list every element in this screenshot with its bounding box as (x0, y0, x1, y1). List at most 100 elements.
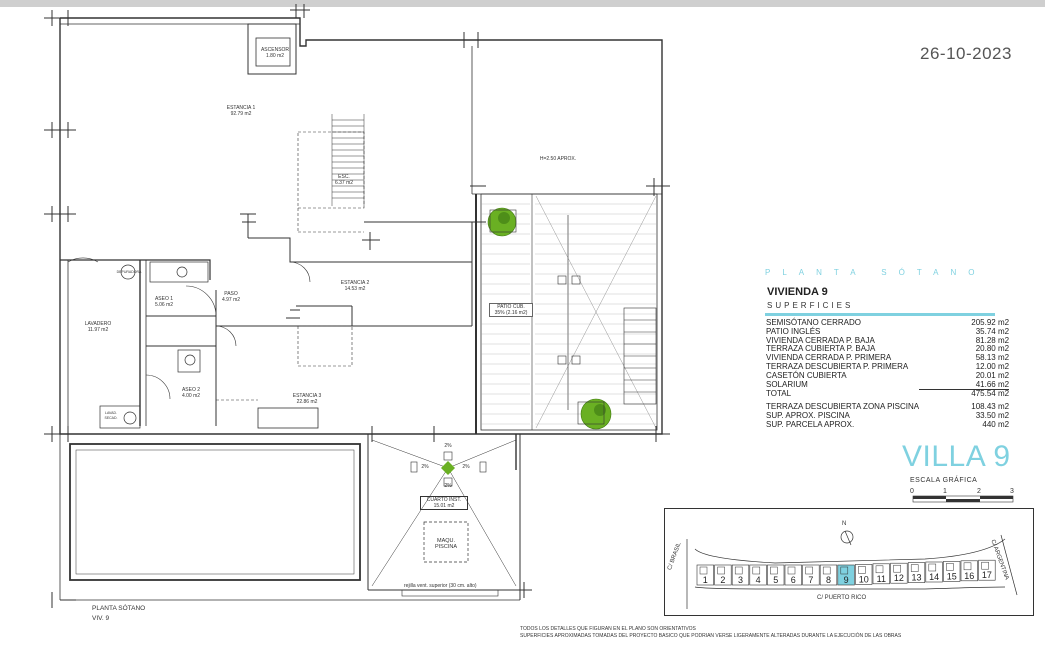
lot-house-outline (858, 566, 866, 574)
lot-cell (890, 562, 908, 584)
date-label: 26-10-2023 (920, 44, 1012, 63)
lot-house-outline (840, 566, 849, 575)
scale-tick: 1 (943, 488, 947, 495)
area-label: TERRAZA CUBIERTA P. BAJA (766, 344, 876, 354)
area-label: SEMISÓTANO CERRADO (766, 318, 861, 327)
lot-cell (907, 562, 926, 583)
lot-number: 2 (720, 575, 725, 585)
lot-number: 4 (756, 575, 761, 585)
lot-cell (696, 564, 714, 586)
room-label-lavado: LAVAD.SECAD. (101, 411, 121, 420)
area-row: SUP. PARCELA APROX.440 m2 (766, 419, 1010, 430)
room-area: 4.00 m2 (181, 393, 201, 399)
area-label: TERRAZA DESCUBIERTA ZONA PISCINA (766, 402, 920, 412)
lot-cell (819, 564, 838, 586)
area-value: 12.00 m2 (975, 361, 1010, 371)
area-row: SEMISÓTANO CERRADO 205.92 m2 (766, 318, 1010, 328)
area-value: 35.74 m2 (975, 326, 1010, 336)
lot-cell (784, 564, 802, 586)
lot-house-outline (893, 564, 901, 573)
lot-number: 14 (929, 572, 939, 582)
lot-cell (855, 564, 873, 585)
lot-cell (802, 564, 820, 586)
superficies-title: SUPERFICIES (767, 301, 854, 310)
room-name: CUARTO INST. (426, 497, 462, 503)
area-row: SOLARIUM 41.66 m2 (766, 379, 1010, 391)
room-name: MAQU. (436, 538, 456, 544)
room-area: 15.01 m2 (433, 503, 455, 509)
area-value: 475.54 m2 (971, 389, 1010, 399)
room-label-height: H=2.50 APROX. (528, 156, 588, 162)
lot-number: 10 (859, 574, 869, 584)
slope-label: 2% (444, 483, 452, 489)
lot-number: 13 (911, 573, 921, 583)
vivienda-title: VIVIENDA 9 (767, 286, 828, 298)
area-label: SOLARIUM (766, 379, 808, 389)
area-label: PATIO INGLÉS (766, 326, 821, 336)
scale-bar (912, 495, 1014, 503)
scale-tick: 2 (977, 488, 981, 495)
room-label-depuradora: DEPURADORA (116, 269, 142, 275)
room-name: ESTANCIA 2 (340, 280, 370, 286)
area-label: CASETÓN CUBIERTA (766, 370, 847, 380)
accent-line (765, 313, 995, 316)
lot-house-outline (963, 562, 972, 571)
room-area: 35% (2.16 m2) (494, 310, 528, 316)
area-value: 205.92 m2 (971, 318, 1010, 327)
area-value: 440 m2 (982, 419, 1010, 429)
area-value: 41.66 m2 (919, 380, 1010, 391)
lot-number: 15 (947, 571, 957, 581)
lot-number: 6 (791, 575, 796, 585)
area-label: TOTAL (766, 389, 792, 399)
rejilla-label: rejilla vent. superior (30 cm. alto) (404, 583, 477, 589)
room-area: 22.86 m2 (296, 399, 318, 405)
room-name: LAVAD. (105, 411, 117, 415)
lot-house-outline (910, 564, 919, 572)
room-name: PATIO CUB. (497, 304, 525, 310)
plan-caption-sub: VIV. 9 (92, 615, 110, 622)
lot-house-outline (981, 561, 989, 570)
lot-cell (837, 564, 855, 586)
scale-title: ESCALA GRÁFICA (910, 477, 978, 484)
lot-cell (749, 564, 767, 586)
area-value: 108.43 m2 (971, 402, 1010, 412)
room-name: H=2.50 APROX. (539, 156, 577, 162)
room-area: SECAD. (104, 415, 118, 420)
lot-cell (925, 561, 943, 583)
lot-house-outline (805, 566, 813, 575)
area-row: TOTAL 475.54 m2 (766, 389, 1010, 399)
room-name: ASCENSOR (260, 47, 290, 53)
lot-number: 5 (773, 575, 778, 585)
lot-house-outline (752, 566, 761, 575)
room-area: 5.06 m2 (154, 302, 174, 308)
area-row: TERRAZA CUBIERTA P. BAJA 20.80 m2 (766, 345, 1009, 354)
area-value: 20.80 m2 (975, 344, 1010, 354)
lot-cell (714, 564, 732, 586)
room-area: PISCINA (434, 544, 457, 550)
lot-number: 16 (964, 571, 974, 581)
area-label: VIVIENDA CERRADA P. PRIMERA (766, 353, 892, 363)
lot-number: 3 (738, 575, 743, 585)
lot-house-outline (734, 566, 743, 575)
street-puerto-rico: C/ PUERTO RICO (817, 595, 867, 601)
lot-cell (960, 560, 978, 582)
top-border (0, 0, 1045, 7)
room-name: ESTANCIA 1 (226, 105, 256, 111)
lot-number: 1 (703, 575, 708, 585)
room-area: 6.37 m2 (334, 180, 354, 186)
note-superficies: SUPERFICIES APROXIMADAS TOMADAS DEL PROY… (520, 633, 902, 639)
area-label: SUP. APROX. PISCINA (766, 410, 850, 420)
scale-tick: 0 (910, 488, 914, 495)
slope-label: 2% (444, 443, 452, 449)
scale-tick: 3 (1010, 488, 1014, 495)
plan-caption-title: PLANTA SÓTANO (92, 605, 146, 612)
